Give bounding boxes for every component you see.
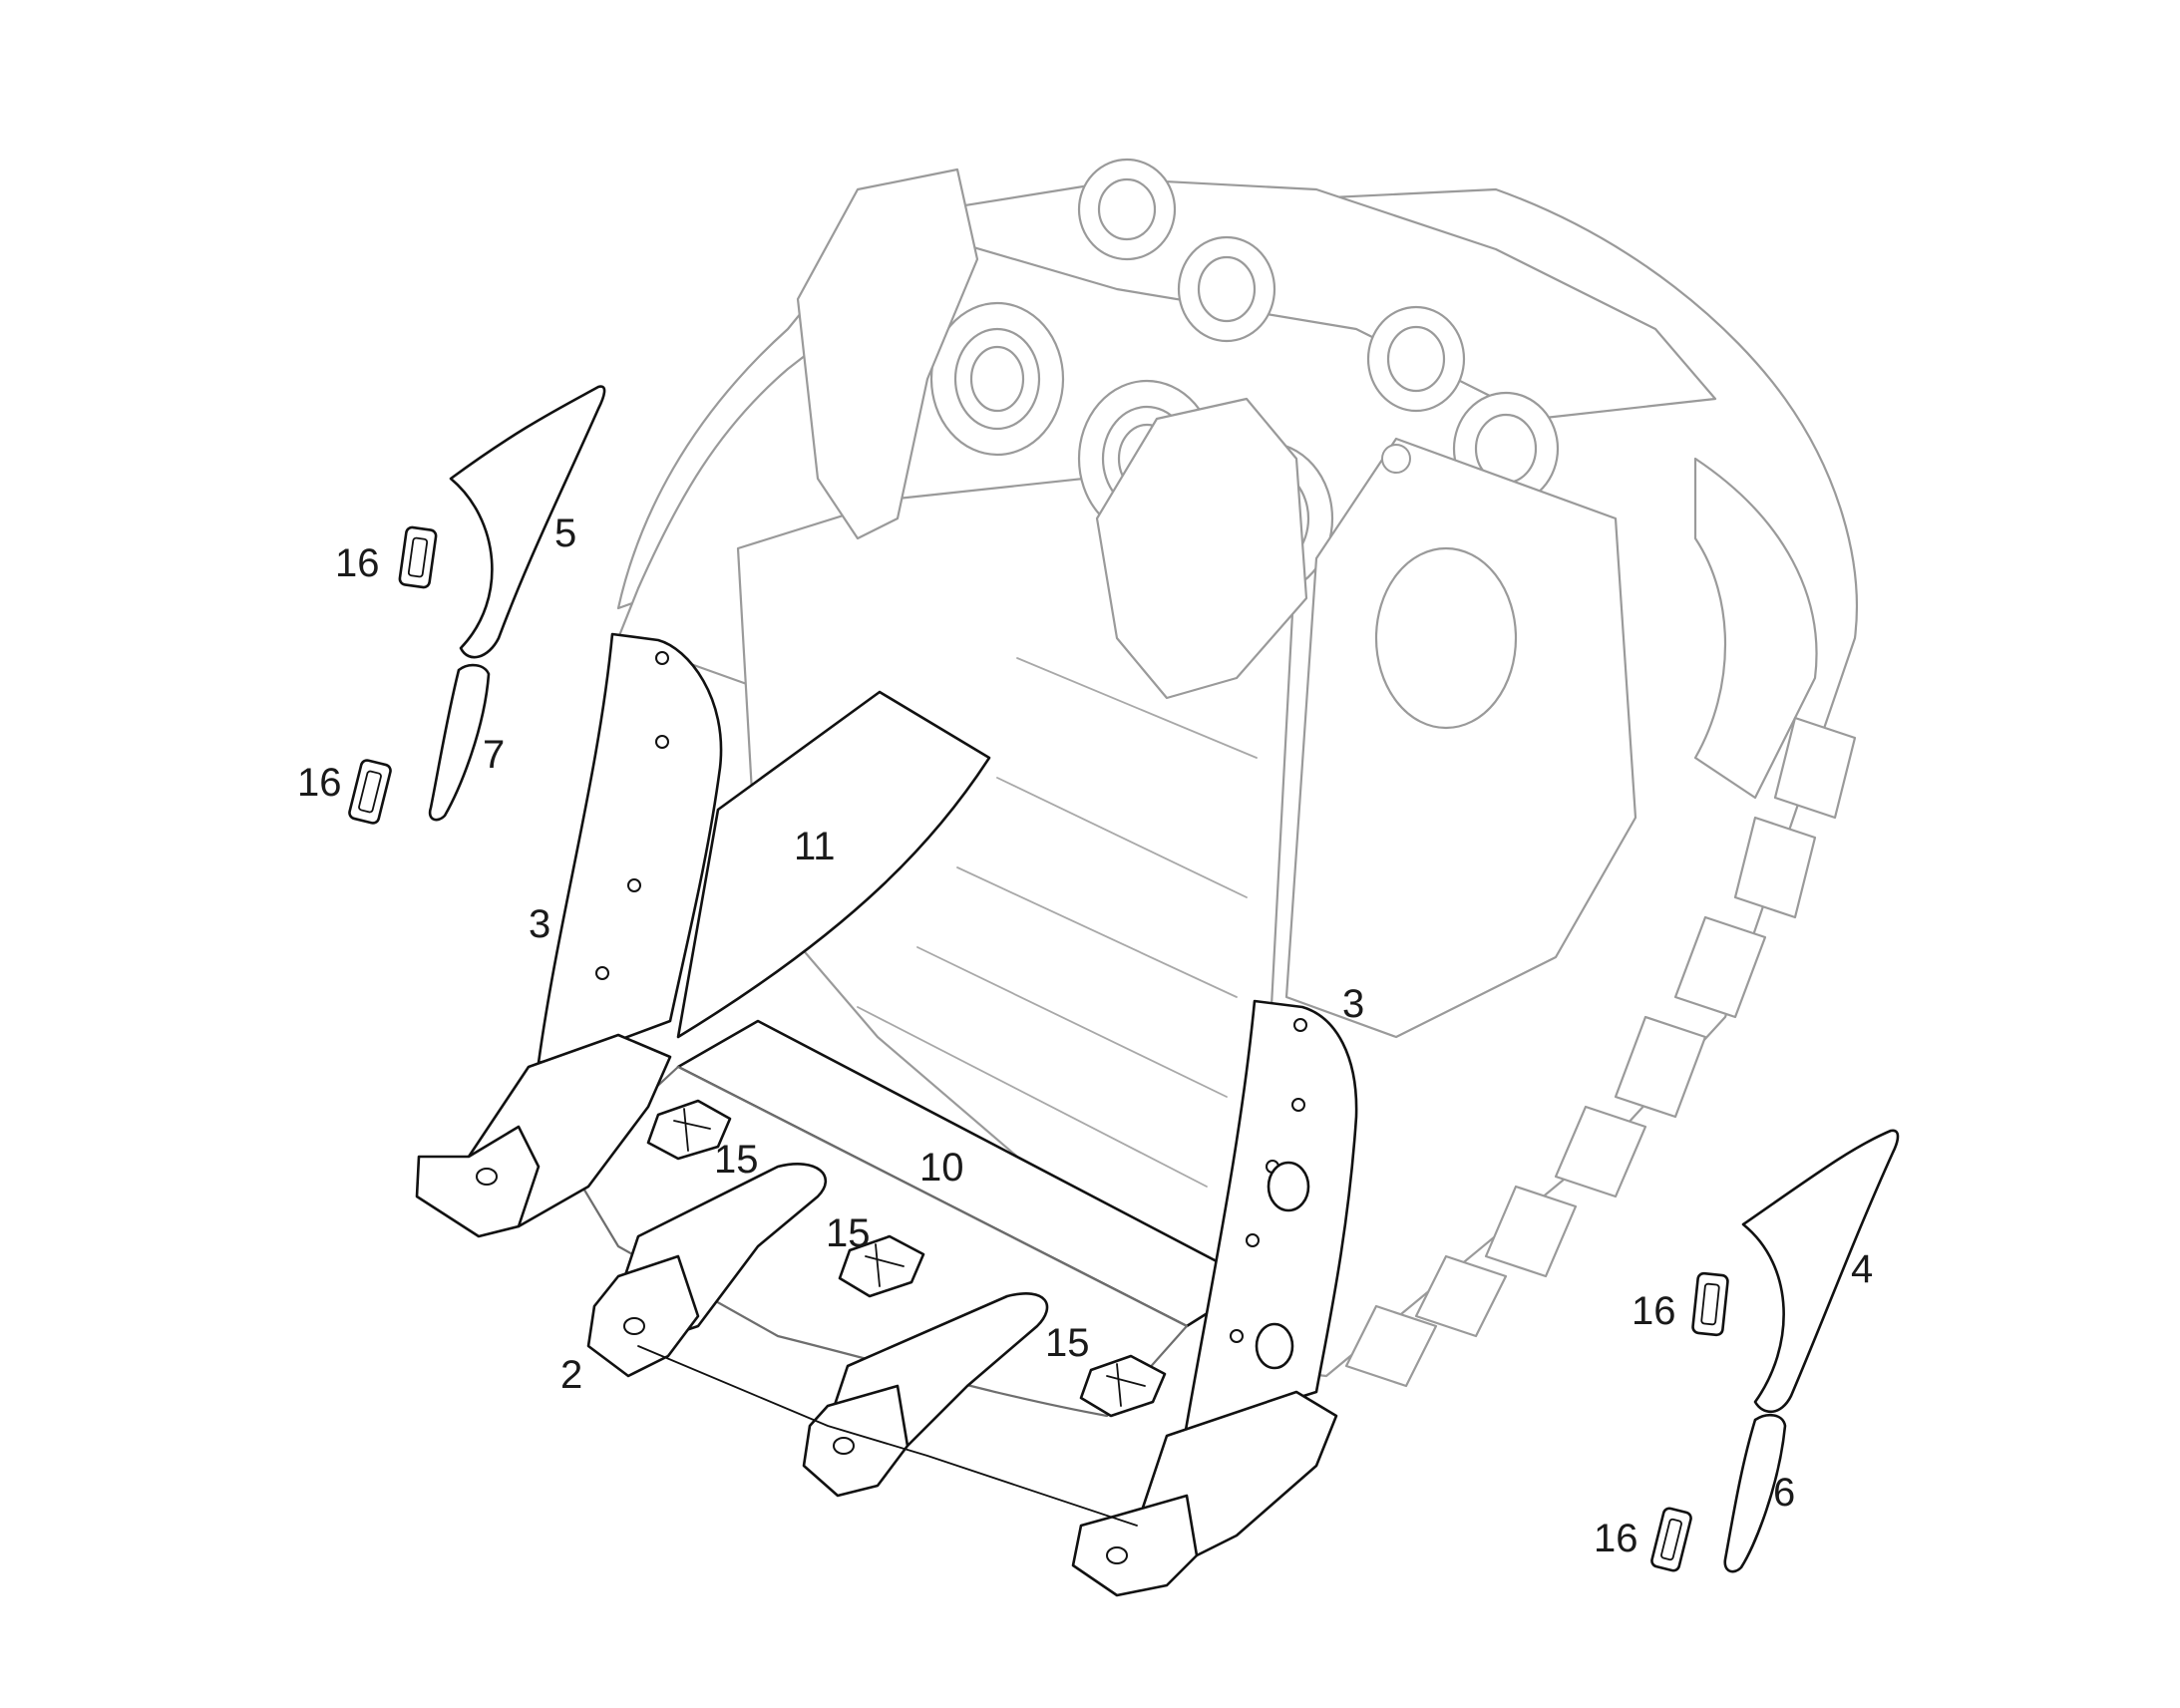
callout-10: 10 bbox=[919, 1146, 964, 1190]
hinge-boss-7 bbox=[1366, 305, 1466, 413]
part-15-adapter-cap-b bbox=[838, 1234, 925, 1298]
callout-labels: 16 5 16 7 11 3 3 15 10 15 2 15 4 16 6 16 bbox=[297, 512, 1873, 1560]
part-3-right-side-cutter bbox=[1183, 999, 1358, 1438]
bucket-body bbox=[616, 158, 1859, 1388]
callout-5: 5 bbox=[554, 512, 576, 555]
callout-11: 11 bbox=[794, 825, 836, 868]
part-4-wedge-plate bbox=[1741, 1129, 1900, 1414]
hinge-boss-4 bbox=[1177, 235, 1276, 343]
part-15-adapter-cap-c bbox=[1079, 1354, 1167, 1418]
lip-base-bar bbox=[637, 1345, 1138, 1527]
callout-15-c: 15 bbox=[1045, 1321, 1090, 1365]
callout-3-right: 3 bbox=[1342, 982, 1364, 1026]
hinge-boss-2 bbox=[929, 301, 1065, 457]
callout-15-a: 15 bbox=[714, 1138, 759, 1182]
part-2-tooth-center-left bbox=[586, 1163, 828, 1378]
part-16-clip-d bbox=[1650, 1507, 1692, 1572]
part-16-clip-c bbox=[1691, 1271, 1729, 1337]
part-2-tooth-center-right bbox=[802, 1292, 1049, 1498]
callout-7: 7 bbox=[483, 733, 505, 777]
callout-16-c: 16 bbox=[1632, 1289, 1676, 1333]
side-wear-blocks bbox=[1344, 716, 1857, 1388]
callout-2: 2 bbox=[560, 1353, 582, 1397]
part-2-tooth-right-corner bbox=[1071, 1390, 1338, 1597]
part-5-wedge-plate bbox=[449, 385, 606, 659]
part-15-adapter-cap-a bbox=[646, 1099, 732, 1161]
callout-15-b: 15 bbox=[826, 1211, 871, 1255]
callout-6: 6 bbox=[1773, 1471, 1795, 1515]
part-7-strip bbox=[428, 663, 491, 822]
callout-16-d: 16 bbox=[1594, 1517, 1638, 1560]
part-6-strip bbox=[1723, 1413, 1787, 1573]
callout-16-b: 16 bbox=[297, 761, 342, 805]
part-2-tooth-left-corner bbox=[415, 1033, 672, 1238]
part-11-floor-liner bbox=[676, 690, 991, 1039]
callout-4: 4 bbox=[1851, 1247, 1873, 1291]
part-16-clip-b bbox=[348, 759, 392, 825]
hinge-boss-3 bbox=[1077, 158, 1177, 261]
part-3-left-side-cutter bbox=[537, 632, 723, 1065]
part-16-clip-a bbox=[398, 525, 438, 589]
callout-3-left: 3 bbox=[529, 902, 550, 946]
callout-16-a: 16 bbox=[335, 541, 380, 585]
